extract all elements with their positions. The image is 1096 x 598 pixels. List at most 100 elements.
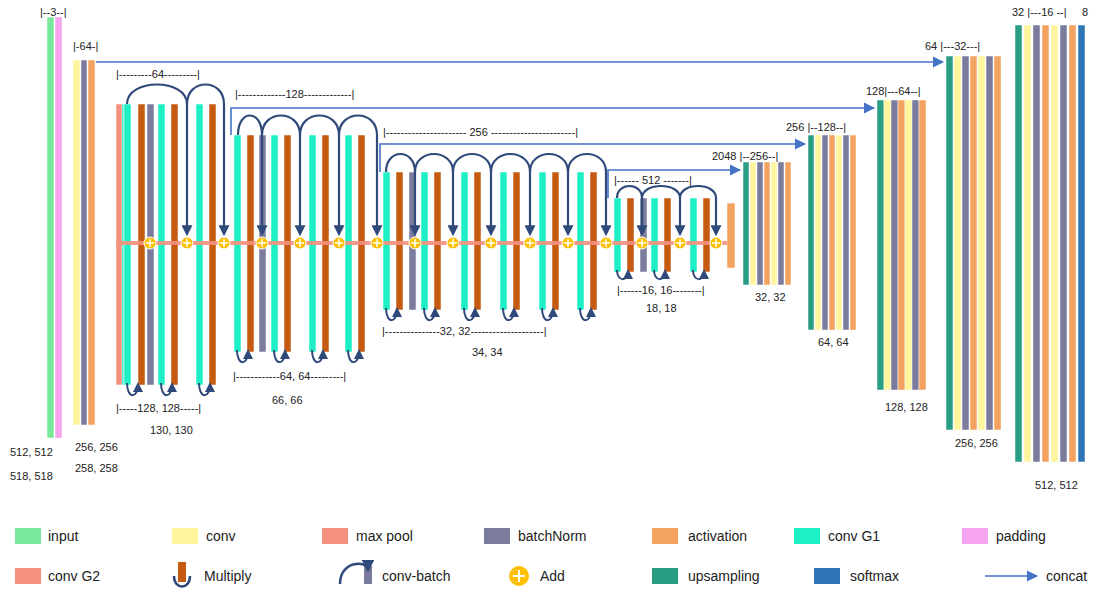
conv-batch-loop: [237, 350, 248, 362]
dimension-label: 512, 512: [1035, 479, 1078, 492]
conv-g1-layer: [614, 198, 621, 272]
dimension-label: 32, 32: [755, 291, 786, 304]
skip-connection: [386, 154, 415, 234]
add-node: [144, 237, 156, 249]
skip-connection: [453, 154, 491, 234]
dimension-label: 256 |--128--|: [786, 121, 846, 134]
add-node: [636, 237, 648, 249]
batchnorm-layer: [1033, 25, 1040, 462]
legend-text: concat: [1046, 568, 1087, 584]
skip-connection: [187, 85, 224, 235]
dimension-label: 66, 66: [272, 394, 303, 407]
padding-layer: [55, 17, 62, 438]
upsampling-layer: [946, 56, 953, 430]
conv-batch-loop: [464, 308, 475, 320]
conv-batch-loop: [348, 350, 359, 362]
conv-layer: [771, 162, 777, 285]
legend-concat: [985, 575, 1037, 577]
skip-connection: [568, 154, 606, 234]
concat-arrow: [380, 144, 805, 172]
conv-layer: [978, 56, 985, 430]
legend-conv-batch: [340, 564, 368, 584]
dimension-label: 518, 518: [10, 470, 53, 483]
legend-text: batchNorm: [518, 528, 586, 544]
dimension-label: |------16, 16--------|: [617, 284, 705, 297]
add-node: [600, 237, 612, 249]
dimension-label: |---------------------- 256 ------------…: [383, 126, 578, 139]
skip-connection: [300, 116, 339, 235]
add-plus: [638, 239, 646, 247]
batchnorm-layer: [1060, 25, 1067, 462]
skip-connection: [127, 85, 187, 235]
conv-batch-loop: [274, 350, 285, 362]
legend-text: conv G1: [828, 528, 880, 544]
add-plus: [146, 239, 154, 247]
conv-batch-loop: [199, 383, 210, 395]
legend-swatch: [652, 528, 678, 544]
activation-layer: [1069, 25, 1076, 462]
add-plus: [373, 239, 381, 247]
legend-text: conv G2: [48, 568, 100, 584]
add-node: [371, 237, 383, 249]
legend-swatch: [794, 528, 820, 544]
conv-batch-loop: [542, 308, 553, 320]
legend-swatch: [962, 528, 988, 544]
dimension-label: 258, 258: [75, 462, 118, 475]
conv-batch-loop: [580, 308, 591, 320]
legend-swatch: [322, 528, 348, 544]
activation-layer: [829, 135, 835, 330]
conv-layer: [884, 100, 891, 390]
conv-layer: [905, 100, 912, 390]
activation-layer: [785, 162, 791, 285]
skip-connection: [680, 186, 716, 234]
batchnorm-layer: [891, 100, 898, 390]
batchnorm-layer: [81, 60, 87, 425]
add-plus: [676, 239, 684, 247]
legend-text: upsampling: [688, 568, 760, 584]
batchnorm-layer: [912, 100, 919, 390]
dimension-label: |---------------32, 32------------------…: [382, 325, 547, 338]
add-plus: [526, 239, 534, 247]
add-node: [485, 237, 497, 249]
dimension-label: |------------64, 64---------|: [233, 370, 346, 383]
conv-batch-loop: [161, 383, 172, 395]
dimension-label: 2048 |--256--|: [712, 150, 778, 163]
dimension-label: |-64-|: [73, 40, 98, 53]
conv-batch-loop: [693, 270, 704, 279]
add-node: [294, 237, 306, 249]
skip-connection: [339, 116, 377, 235]
conv-layer: [836, 135, 842, 330]
dimension-label: 34, 34: [472, 346, 503, 359]
legend-multiply: [178, 562, 186, 582]
legend-text: Add: [540, 568, 565, 584]
legend-swatch: [652, 568, 678, 584]
legend-text: input: [48, 528, 78, 544]
legend-add-plus: [513, 570, 525, 582]
legend-text: Multiply: [204, 568, 251, 584]
upsampling-layer: [808, 135, 814, 330]
legend-swatch: [484, 528, 510, 544]
add-node: [181, 237, 193, 249]
add-plus: [564, 239, 572, 247]
conv-batch-loop: [617, 270, 628, 279]
legend-swatch: [15, 568, 41, 584]
multiply-layer: [664, 198, 671, 272]
add-node: [524, 237, 536, 249]
dimension-label: 128, 128: [885, 401, 928, 414]
add-node: [409, 237, 421, 249]
add-node: [333, 237, 345, 249]
legend-swatch: [814, 568, 840, 584]
add-plus: [602, 239, 610, 247]
dimension-label: |-----128, 128-----|: [116, 402, 201, 415]
add-plus: [487, 239, 495, 247]
dimension-label: 18, 18: [646, 302, 677, 315]
activation-layer: [88, 60, 95, 425]
conv-layer: [73, 60, 80, 425]
add-plus: [258, 239, 266, 247]
dimension-label: 130, 130: [150, 424, 193, 437]
upsampling-layer: [1015, 25, 1022, 462]
activation-layer: [727, 203, 735, 268]
concat-arrow: [96, 61, 943, 63]
add-plus: [183, 239, 191, 247]
add-plus: [335, 239, 343, 247]
